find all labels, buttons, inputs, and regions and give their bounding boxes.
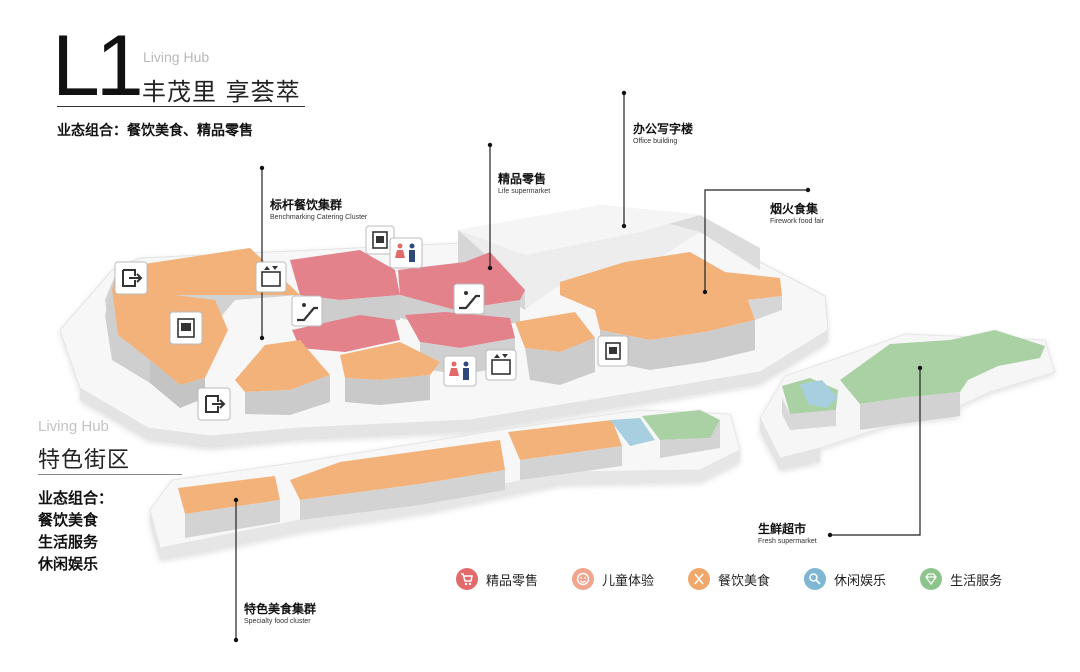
street-rule (38, 474, 182, 475)
escalator-icon (453, 283, 485, 315)
cart-icon (456, 568, 478, 590)
legend-item-service: 生活服务 (920, 568, 1002, 590)
leader-fresh (830, 368, 921, 536)
street-base (149, 409, 741, 560)
legend: 精品零售 儿童体验 餐饮美食 休闲娱乐 生活服务 (456, 568, 1002, 590)
exit-icon (197, 387, 231, 421)
fresh-market-block (759, 330, 1056, 470)
label-catering-cluster: 标杆餐饮集群 Benchmarking Catering Cluster (270, 198, 368, 221)
street-cn-title: 特色街区 (38, 448, 131, 473)
diamond-icon (920, 568, 943, 590)
label-fresh-market: 生鲜超市 Fresh supermarket (758, 522, 817, 545)
street-business-mix: 业态组合： 餐饮美食 生活服务 休闲娱乐 (38, 487, 113, 575)
street-business-line: 休闲娱乐 (38, 555, 99, 573)
header-rule (57, 106, 305, 107)
street-business-title: 业态组合： (38, 489, 114, 507)
escalator-icon (291, 295, 323, 327)
firework-food-block (560, 252, 782, 370)
label-specialty-food: 特色美食集群 Specialty food cluster (244, 602, 317, 625)
restroom-icon (443, 355, 477, 387)
exit-icon (114, 261, 148, 295)
utensils-icon (688, 568, 711, 590)
level-number: L1 (52, 18, 144, 114)
leader-lines (235, 93, 921, 640)
restroom-icon (389, 237, 423, 269)
legend-item-leisure: 休闲娱乐 (804, 568, 886, 590)
street-business-line: 生活服务 (38, 533, 99, 551)
label-office: 办公写字楼 Office building (633, 122, 694, 145)
leader-dots (233, 90, 923, 643)
street-business-line: 餐饮美食 (38, 511, 99, 529)
atm-icon (169, 311, 203, 345)
leisure-icon (804, 568, 827, 590)
center-food-blocks (235, 312, 595, 415)
label-boutique-retail: 精品零售 Life supermarket (498, 172, 551, 195)
leader-firework (704, 189, 808, 292)
header-cn-title: 丰茂里 享荟萃 (142, 78, 301, 106)
header-business-mix: 业态组合：餐饮美食、精品零售 (57, 123, 253, 139)
header-en-title: Living Hub (143, 49, 210, 65)
label-firework-food: 烟火食集 Firework food fair (770, 202, 825, 225)
legend-item-retail: 精品零售 (456, 568, 538, 590)
legend-item-food: 餐饮美食 (688, 568, 770, 590)
elevator-icon (255, 261, 287, 293)
child-face-icon (572, 568, 595, 590)
elevator-icon (485, 349, 517, 381)
atm-icon (597, 335, 629, 367)
street-en-title: Living Hub (38, 418, 109, 435)
legend-item-kids: 儿童体验 (572, 568, 654, 590)
